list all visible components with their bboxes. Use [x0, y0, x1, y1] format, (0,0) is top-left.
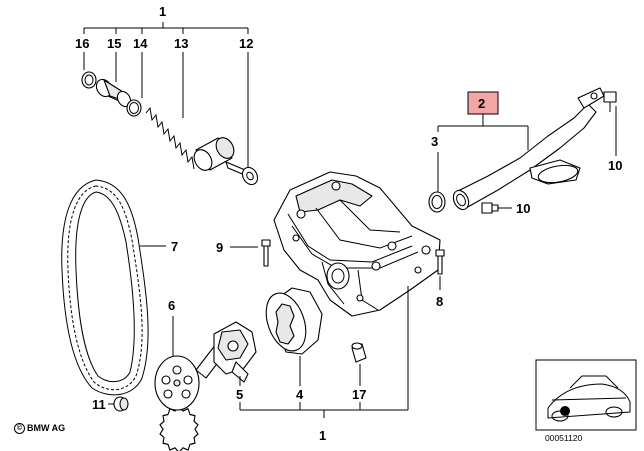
label-part-3: 3 — [431, 134, 438, 149]
label-part-16: 16 — [75, 36, 89, 51]
label-part-17: 17 — [352, 387, 366, 402]
sleeve-part-15 — [95, 78, 132, 108]
label-part-1-top: 1 — [159, 4, 166, 19]
drive-chain-part-7 — [61, 179, 149, 396]
snap-ring-part-16 — [81, 71, 97, 89]
bracket-group-2 — [437, 114, 529, 150]
bolt-part-10-mid — [481, 202, 499, 214]
label-part-8: 8 — [436, 294, 443, 309]
image-code: 00051120 — [545, 433, 583, 443]
label-part-10-right: 10 — [608, 158, 622, 173]
inner-rotor-shaft-part-5 — [195, 321, 257, 383]
label-part-7: 7 — [171, 239, 178, 254]
copyright-text: BMW AG — [27, 423, 66, 433]
location-marker-icon — [560, 406, 570, 416]
label-part-13: 13 — [174, 36, 188, 51]
bolt-part-8 — [435, 249, 445, 275]
label-part-4: 4 — [296, 387, 304, 402]
spring-part-13 — [145, 106, 195, 170]
o-ring-part-14 — [126, 99, 142, 117]
o-ring-part-3 — [428, 191, 446, 213]
sprocket-part-6 — [154, 355, 200, 451]
oil-pickup-tube — [452, 87, 605, 211]
label-part-11: 11 — [92, 397, 106, 412]
label-part-10-mid: 10 — [516, 201, 530, 216]
label-part-9: 9 — [216, 240, 223, 255]
top-bracket-group-1 — [83, 22, 249, 172]
dowel-pin-part-17 — [351, 342, 367, 363]
label-part-12: 12 — [239, 36, 253, 51]
label-part-14: 14 — [133, 36, 148, 51]
bolt-part-10-right — [603, 91, 617, 112]
label-part-5: 5 — [236, 387, 243, 402]
label-part-1-bottom: 1 — [319, 428, 326, 443]
copyright-icon: © — [14, 423, 25, 435]
oil-pump-housing — [273, 171, 441, 317]
bolt-part-9 — [261, 239, 271, 267]
vehicle-thumbnail — [535, 359, 637, 431]
copyright-notice: ©BMW AG — [14, 423, 66, 435]
nut-part-11 — [113, 396, 129, 412]
valve-piston-part-12 — [193, 137, 259, 186]
bottom-bracket-group-1 — [239, 286, 409, 418]
label-part-6: 6 — [168, 298, 175, 313]
label-part-2: 2 — [478, 96, 485, 111]
outer-rotor-part-4 — [265, 287, 323, 355]
label-part-15: 15 — [107, 36, 121, 51]
